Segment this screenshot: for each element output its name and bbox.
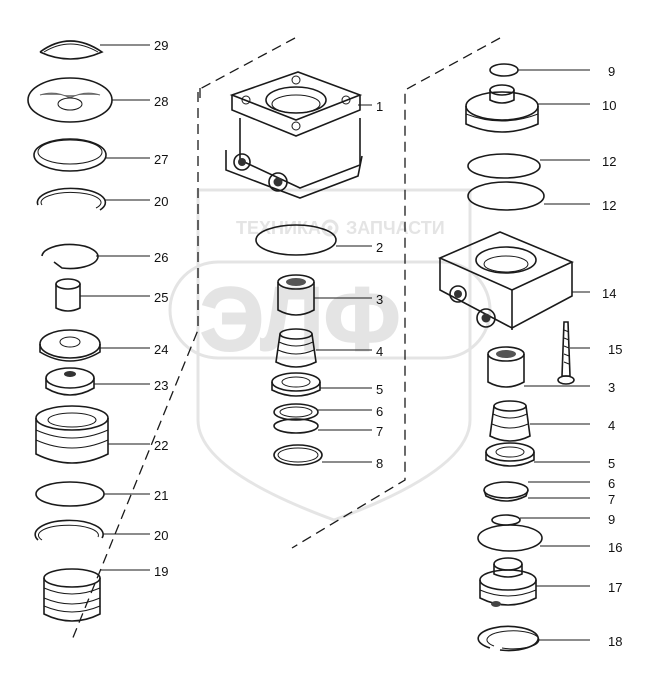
part-28-cover-disc: 28 (27, 77, 168, 123)
label-r10: 10 (602, 98, 616, 113)
part-2-o-ring: 2 (255, 224, 383, 256)
part-3-sleeve-right: 3 (487, 346, 615, 395)
assembly-axes (71, 37, 501, 641)
part-1-valve-body: 1 (225, 71, 383, 199)
label-r3: 3 (608, 380, 615, 395)
watermark: ТЕХНИКА ЗАПЧАСТИ ЭЛФ (168, 188, 492, 522)
label-c4: 4 (376, 344, 383, 359)
label-19: 19 (154, 564, 168, 579)
part-8-lock-ring: 8 (273, 444, 383, 471)
part-9-small-ring-upper: 9 (489, 63, 615, 79)
label-c2: 2 (376, 240, 383, 255)
label-c3: 3 (376, 292, 383, 307)
label-c8: 8 (376, 456, 383, 471)
part-23-cap: 23 (45, 367, 168, 396)
part-26-spring-ring: 26 (41, 243, 168, 270)
part-20-snap-ring-upper: 20 (36, 187, 168, 211)
label-29: 29 (154, 38, 168, 53)
part-25-bushing: 25 (55, 278, 168, 312)
label-25: 25 (154, 290, 168, 305)
label-r12-upper: 12 (602, 154, 616, 169)
gear-icon (321, 219, 339, 237)
part-24-valve-disc: 24 (39, 329, 168, 362)
part-6-washer: 6 (273, 403, 383, 421)
part-7-ring-right: 7 (528, 492, 615, 507)
label-20-upper: 20 (154, 194, 168, 209)
part-29-retaining-ring: 29 (39, 38, 168, 60)
watermark-top-text-left: ТЕХНИКА (236, 218, 321, 238)
part-4-spring: 4 (275, 328, 383, 368)
label-c6: 6 (376, 404, 383, 419)
label-28: 28 (154, 94, 168, 109)
label-27: 27 (154, 152, 168, 167)
label-20-lower: 20 (154, 528, 168, 543)
label-r16: 16 (608, 540, 622, 555)
part-5-seal: 5 (271, 372, 383, 397)
part-7-ring: 7 (273, 418, 383, 439)
label-r6: 6 (608, 476, 615, 491)
part-19-spring: 19 (43, 564, 168, 622)
label-r4: 4 (608, 418, 615, 433)
part-21-o-ring: 21 (35, 481, 168, 507)
part-3-sleeve: 3 (277, 274, 383, 316)
part-12-ring-lower: 12 (467, 181, 616, 213)
label-r17: 17 (608, 580, 622, 595)
part-4-spring-right: 4 (489, 400, 615, 442)
label-c5: 5 (376, 382, 383, 397)
label-r9-lower: 9 (608, 512, 615, 527)
label-r14: 14 (602, 286, 616, 301)
label-22: 22 (154, 438, 168, 453)
part-12-ring-upper: 12 (467, 153, 616, 179)
part-6-washer-right: 6 (483, 476, 615, 502)
label-r9-upper: 9 (608, 64, 615, 79)
label-24: 24 (154, 342, 168, 357)
label-23: 23 (154, 378, 168, 393)
part-20-snap-ring-lower: 20 (34, 519, 168, 543)
label-c7: 7 (376, 424, 383, 439)
part-5-seal-right: 5 (485, 442, 615, 471)
part-10-piston-cap: 10 (465, 84, 616, 133)
label-r7: 7 (608, 492, 615, 507)
part-15-bolt: 15 (557, 321, 622, 385)
watermark-top-text-right: ЗАПЧАСТИ (346, 218, 445, 238)
label-r18: 18 (608, 634, 622, 649)
part-17-valve-seat: 17 (479, 557, 622, 607)
label-r5: 5 (608, 456, 615, 471)
part-18-retaining-ring: 18 (477, 625, 622, 652)
part-14-cylinder-body: 14 (438, 231, 616, 330)
part-16-o-ring: 16 (477, 524, 622, 555)
label-r12-lower: 12 (602, 198, 616, 213)
label-c1: 1 (376, 99, 383, 114)
part-27-ring: 27 (33, 138, 168, 172)
part-22-piston: 22 (35, 405, 168, 464)
label-21: 21 (154, 488, 168, 503)
label-26: 26 (154, 250, 168, 265)
label-r15: 15 (608, 342, 622, 357)
